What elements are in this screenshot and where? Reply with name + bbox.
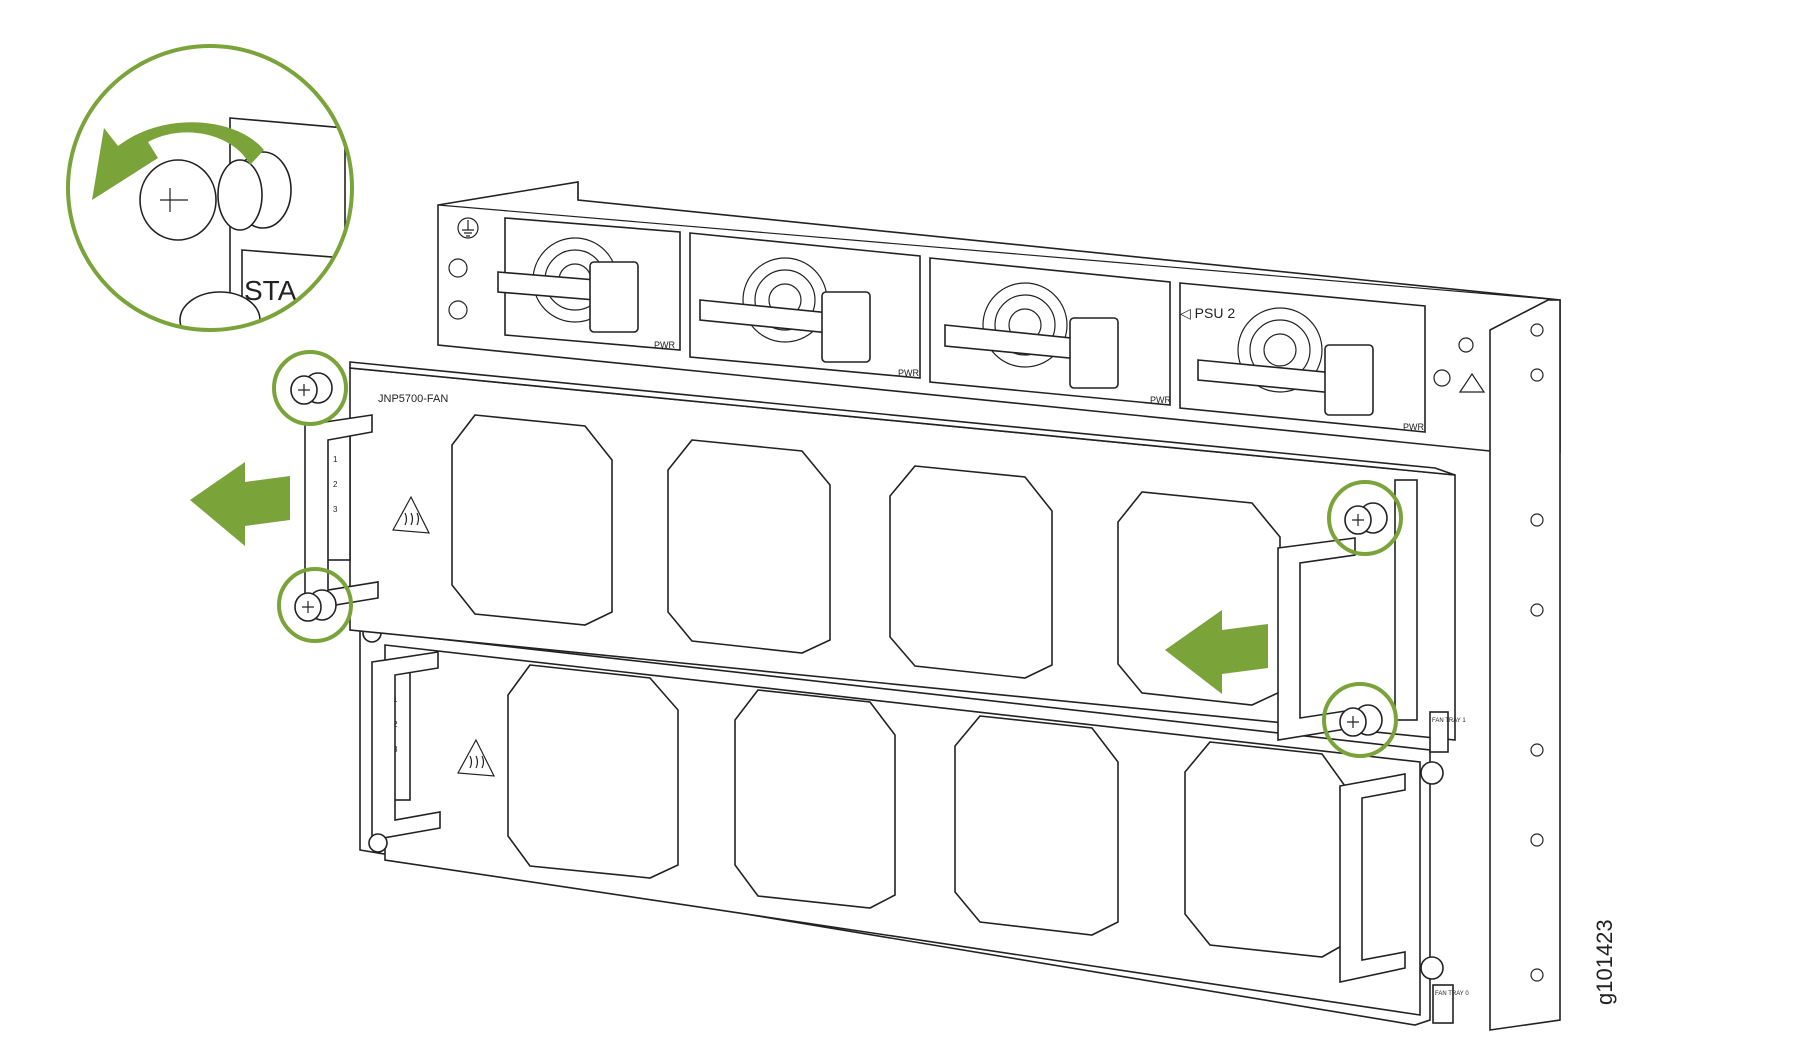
fan-tray-1-label: FAN TRAY 1	[1432, 718, 1466, 724]
psu-module: ◁ PSU 2 PWR	[1179, 282, 1426, 433]
captive-screw-bottom-right[interactable]	[1322, 682, 1398, 758]
hot-surface-warning-icon	[392, 495, 431, 534]
psu-pwr-label: PWR	[654, 340, 675, 350]
captive-screw-icon[interactable]	[294, 589, 337, 622]
psu-pwr-label: PWR	[1150, 395, 1171, 405]
psu-module: PWR	[689, 232, 921, 379]
screw-callout-ring	[277, 567, 353, 643]
psu-module: PWR	[929, 257, 1171, 406]
psu-pwr-label: PWR	[1403, 422, 1424, 432]
psu-2-label: ◁ PSU 2	[1180, 305, 1235, 321]
captive-screw-icon[interactable]	[290, 372, 333, 405]
captive-screw-bottom-left[interactable]	[277, 567, 353, 643]
psu-bay: PWR PWR PWR ◁ PSU 2	[497, 217, 1426, 433]
hot-surface-warning-icon	[457, 738, 496, 777]
captive-screw-top-right[interactable]	[1327, 480, 1403, 556]
fan-tray-0-label: FAN TRAY 0	[1435, 991, 1469, 997]
captive-screw-top-left[interactable]	[272, 350, 348, 426]
captive-screw-icon[interactable]	[1339, 704, 1383, 737]
ground-symbol-icon	[457, 217, 479, 239]
captive-screw-icon	[139, 151, 292, 241]
led-3-label: 3	[333, 505, 338, 514]
led-2-label: 2	[333, 480, 338, 489]
detail-inset: STA	[66, 44, 354, 332]
psu-pwr-label: PWR	[898, 368, 919, 378]
fan-tray-0: JNP5700-FAN 1 2 3 FAN TRAY 0	[359, 623, 1469, 1026]
psu-module: PWR	[497, 217, 681, 351]
detail-callout-ring	[66, 44, 354, 332]
counterclockwise-rotation-arrow-icon	[92, 122, 264, 200]
removal-direction-arrow-icon	[190, 462, 290, 546]
fan-module-label: JNP5700-FAN	[378, 393, 448, 405]
screw-callout-ring	[1327, 480, 1403, 556]
led-1-label: 1	[333, 455, 338, 464]
fan-tray-1-right-handle[interactable]	[1277, 537, 1356, 741]
screw-callout-ring	[272, 350, 348, 426]
captive-screw-icon[interactable]	[1344, 502, 1388, 535]
fan-tray-0-right-handle[interactable]	[1339, 773, 1406, 983]
esd-warning-icon	[1458, 337, 1486, 393]
figure-id: g101423	[1592, 919, 1617, 1005]
captive-screw-icon[interactable]	[1420, 956, 1444, 980]
screw-callout-ring	[1322, 682, 1398, 758]
captive-screw-icon[interactable]	[368, 833, 388, 853]
fan-tray-0-left-handle[interactable]	[371, 651, 441, 841]
detail-panel-text: STA	[244, 275, 297, 306]
removal-direction-arrow-icon	[1165, 610, 1268, 694]
captive-screw-icon[interactable]	[1420, 761, 1444, 785]
